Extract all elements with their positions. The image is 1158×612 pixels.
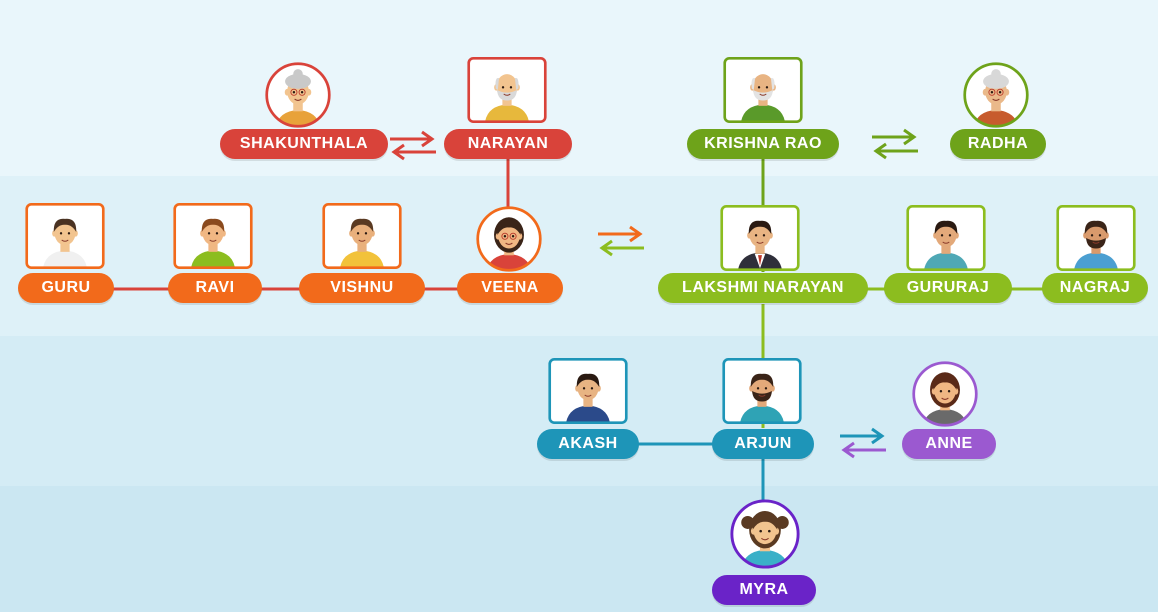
label-akash: AKASH [537, 429, 639, 459]
marriage-arrows-shakunthala-narayan [390, 130, 436, 161]
portrait-gururaj [906, 205, 986, 271]
portrait-myra [729, 498, 801, 570]
label-anne: ANNE [902, 429, 996, 459]
label-myra: MYRA [712, 575, 816, 605]
portrait-lakshmi-narayan [720, 205, 800, 271]
background-band-4 [0, 486, 1158, 612]
portrait-krishna-rao [723, 57, 803, 123]
portrait-radha [962, 61, 1030, 129]
marriage-arrows-arjun-anne [840, 427, 886, 459]
label-guru: GURU [18, 273, 114, 303]
portrait-vishnu [322, 203, 402, 269]
portrait-nagraj [1056, 205, 1136, 271]
portrait-narayan [467, 57, 547, 123]
label-lakshmi-narayan: LAKSHMI NARAYAN [658, 273, 868, 303]
label-gururaj: GURURAJ [884, 273, 1012, 303]
label-radha: RADHA [950, 129, 1046, 159]
label-krishna-rao: KRISHNA RAO [687, 129, 839, 159]
label-nagraj: NAGRAJ [1042, 273, 1148, 303]
portrait-guru [25, 203, 105, 269]
marriage-arrows-veena-lakshmi [598, 225, 644, 257]
portrait-shakunthala [264, 61, 332, 129]
portrait-ravi [173, 203, 253, 269]
label-veena: VEENA [457, 273, 563, 303]
label-vishnu: VISHNU [299, 273, 425, 303]
label-shakunthala: SHAKUNTHALA [220, 129, 388, 159]
portrait-anne [911, 360, 979, 428]
portrait-akash [548, 358, 628, 424]
portrait-arjun [722, 358, 802, 424]
label-arjun: ARJUN [712, 429, 814, 459]
label-narayan: NARAYAN [444, 129, 572, 159]
label-ravi: RAVI [168, 273, 262, 303]
marriage-arrows-krishna-radha [872, 128, 918, 160]
portrait-veena [475, 205, 543, 273]
